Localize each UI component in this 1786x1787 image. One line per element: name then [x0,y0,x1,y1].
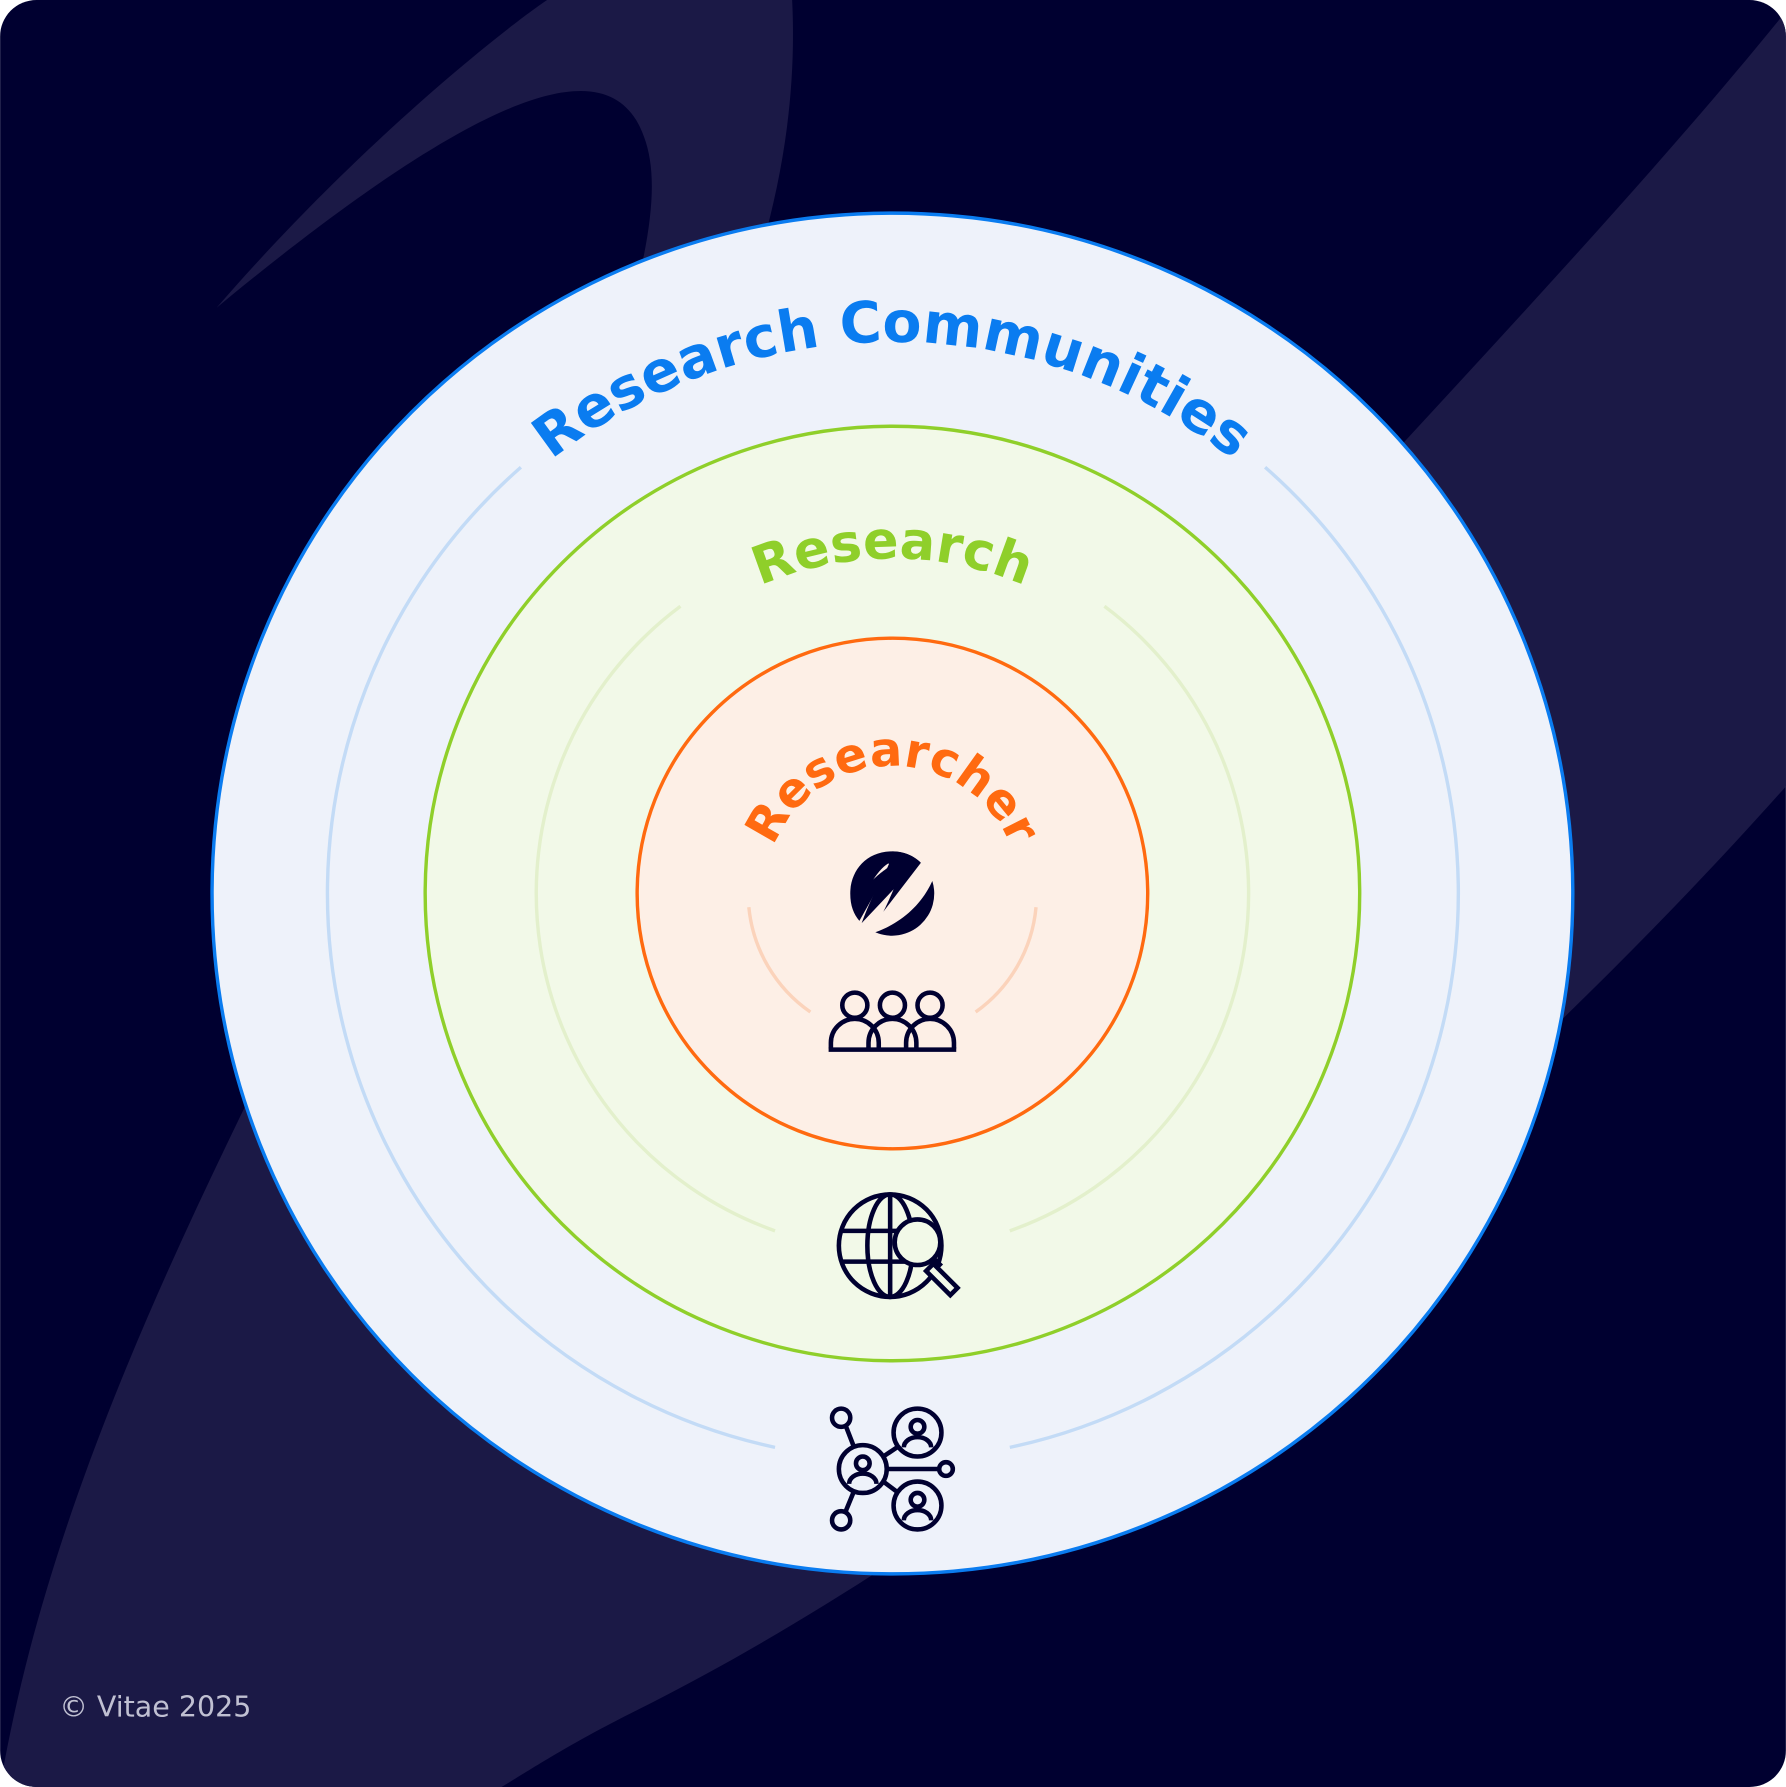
outer-faint-arc-left [325,465,776,1450]
middle-faint-arc-left [534,604,776,1233]
inner-faint-arc-left [747,907,812,1014]
copyright-text: © Vitae 2025 [59,1690,251,1723]
middle-faint-arc-right [1009,604,1251,1233]
outer-faint-arc-right [1009,465,1461,1450]
people-group-icon [828,990,957,1052]
vitae-logo [850,851,935,936]
globe-search-icon [836,1192,961,1300]
inner-faint-arc-right [974,907,1038,1014]
network-people-icon [829,1406,956,1532]
